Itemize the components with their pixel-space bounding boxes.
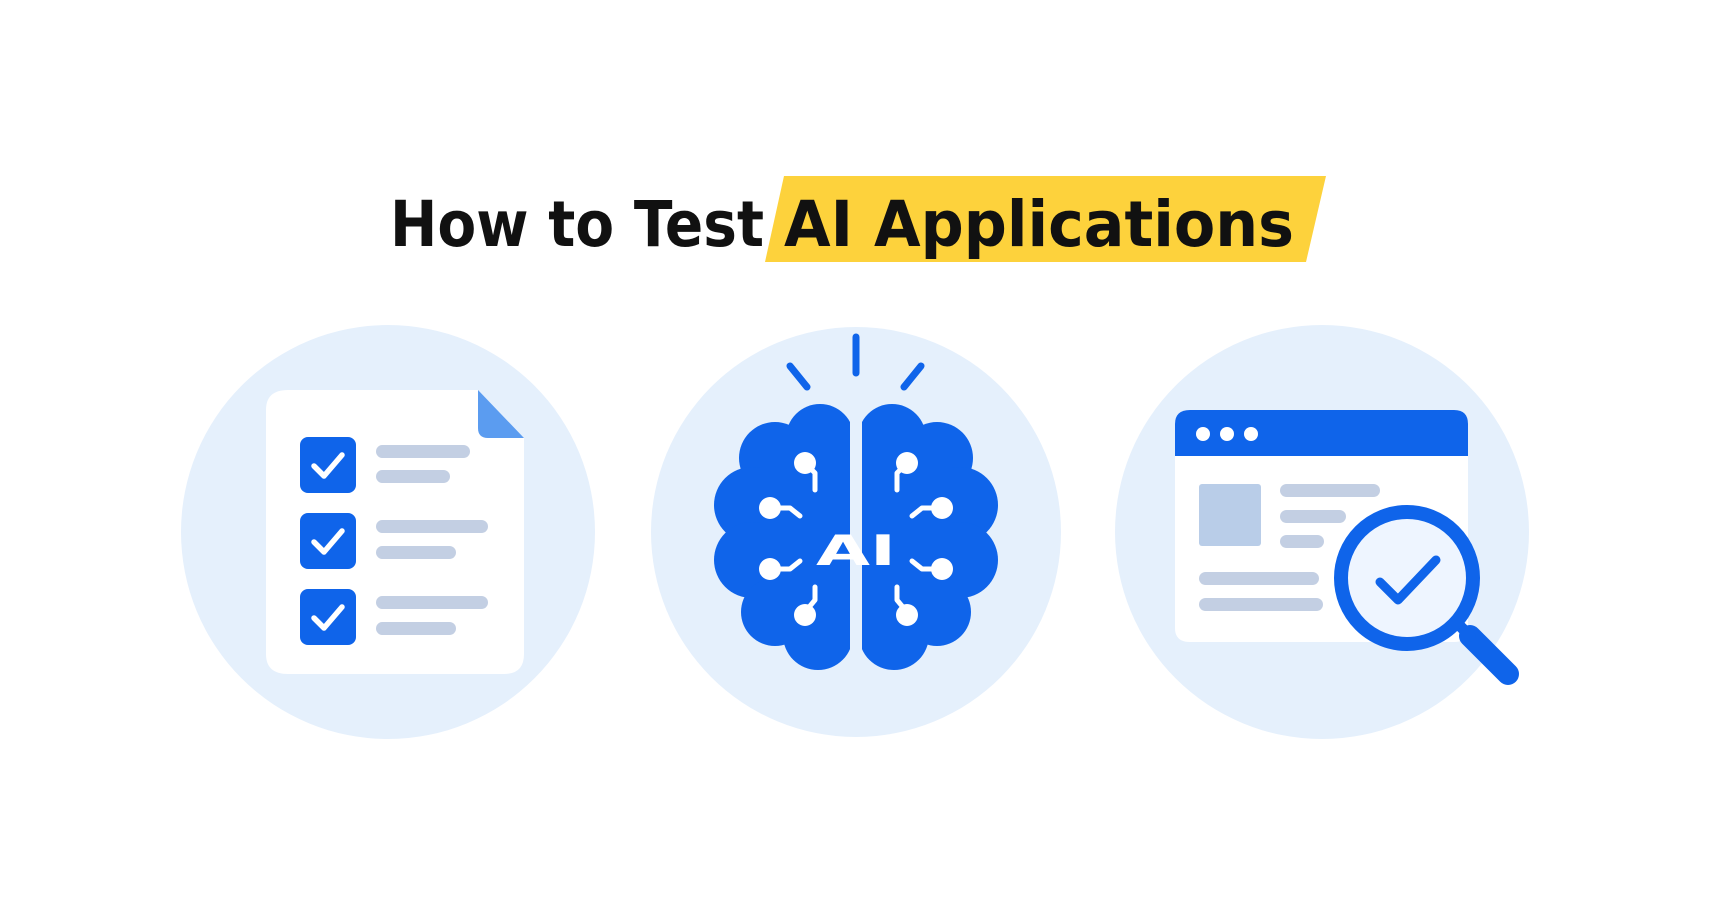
checkbox xyxy=(300,437,356,493)
brain-ai-label: AI xyxy=(816,526,896,575)
check-icon xyxy=(1375,555,1441,605)
title-highlight xyxy=(765,176,1326,262)
image-placeholder xyxy=(1199,484,1261,546)
document-fold xyxy=(478,390,524,438)
title-highlight-text: AI Applications xyxy=(784,188,1294,261)
check-icon xyxy=(311,604,345,631)
brain-divider xyxy=(850,420,862,670)
text-line xyxy=(1280,535,1324,548)
text-line xyxy=(1280,510,1346,523)
check-icon xyxy=(311,452,345,479)
title-prefix: How to Test xyxy=(390,188,764,261)
text-line xyxy=(1280,484,1380,497)
circuit-nodes xyxy=(759,452,953,626)
browser-magnifier-check-icon xyxy=(1115,325,1529,739)
text-line xyxy=(376,520,488,533)
text-line xyxy=(376,470,450,483)
checkbox xyxy=(300,513,356,569)
spark-lines xyxy=(786,333,925,391)
text-line xyxy=(1199,572,1319,585)
magnifier-icon xyxy=(1334,505,1519,685)
magnifier-handle xyxy=(1459,625,1519,685)
text-line xyxy=(376,622,456,635)
checklist-row xyxy=(300,513,488,569)
ai-brain-icon: AI xyxy=(651,327,1061,737)
checklist-row xyxy=(300,437,470,493)
magnifier-lens xyxy=(1334,505,1480,651)
checklist-document-icon xyxy=(181,325,595,739)
text-line xyxy=(1199,598,1323,611)
text-line xyxy=(376,445,470,458)
text-line xyxy=(376,596,488,609)
checkbox xyxy=(300,589,356,645)
check-icon xyxy=(311,528,345,555)
text-line xyxy=(376,546,456,559)
browser-titlebar xyxy=(1175,410,1468,456)
window-dots xyxy=(1196,427,1258,441)
title-group: How to Test AI Applications xyxy=(390,176,1326,262)
checklist-row xyxy=(300,589,488,645)
